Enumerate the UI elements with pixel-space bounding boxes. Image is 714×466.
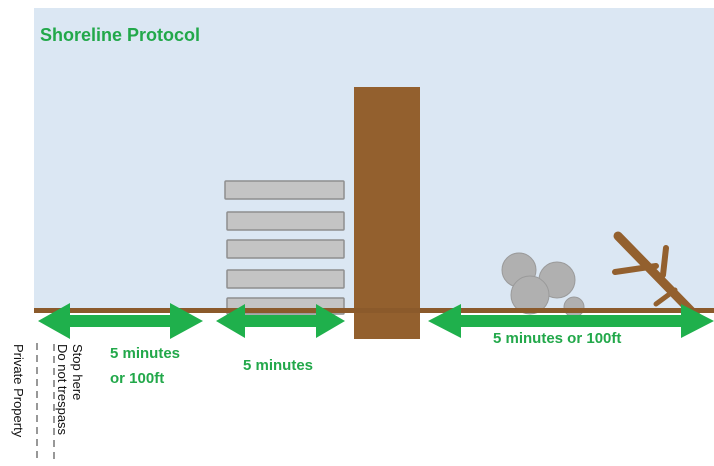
- wooden-post: [354, 87, 420, 339]
- zone-arrow-left: [38, 303, 203, 339]
- stop-here-sign: Stop here: [70, 344, 85, 400]
- middle-zone-double-arrow: [216, 304, 345, 338]
- driftwood-branch: [612, 231, 702, 322]
- zone-arrow-right: [428, 304, 714, 338]
- zone-label-right: 5 minutes or 100ft: [493, 330, 621, 347]
- dock-board: [224, 180, 345, 200]
- dock-board: [226, 211, 345, 231]
- driftwood-limb: [653, 287, 678, 307]
- left-zone-double-arrow: [38, 303, 203, 339]
- zone-label-middle: 5 minutes: [243, 357, 313, 374]
- private-property-label: Private Property: [11, 344, 26, 438]
- zone-label-left-line-1: 5 minutes: [110, 345, 180, 362]
- dock-board: [226, 239, 345, 259]
- do-not-trespass-sign: Do not trespass: [55, 344, 70, 436]
- zone-label-left-line-2: or 100ft: [110, 370, 164, 387]
- rock: [510, 275, 550, 315]
- dock-board: [226, 269, 345, 289]
- shoreline-line: [34, 308, 714, 313]
- dock-stack: [224, 180, 345, 315]
- right-zone-double-arrow: [428, 304, 714, 338]
- driftwood-limb: [612, 263, 659, 275]
- zone-arrow-middle: [216, 304, 345, 338]
- rock: [563, 296, 585, 318]
- driftwood-limb: [660, 245, 669, 278]
- driftwood-limb: [613, 231, 702, 322]
- rock-cluster: [501, 252, 585, 318]
- diagram-title: Shoreline Protocol: [40, 25, 200, 45]
